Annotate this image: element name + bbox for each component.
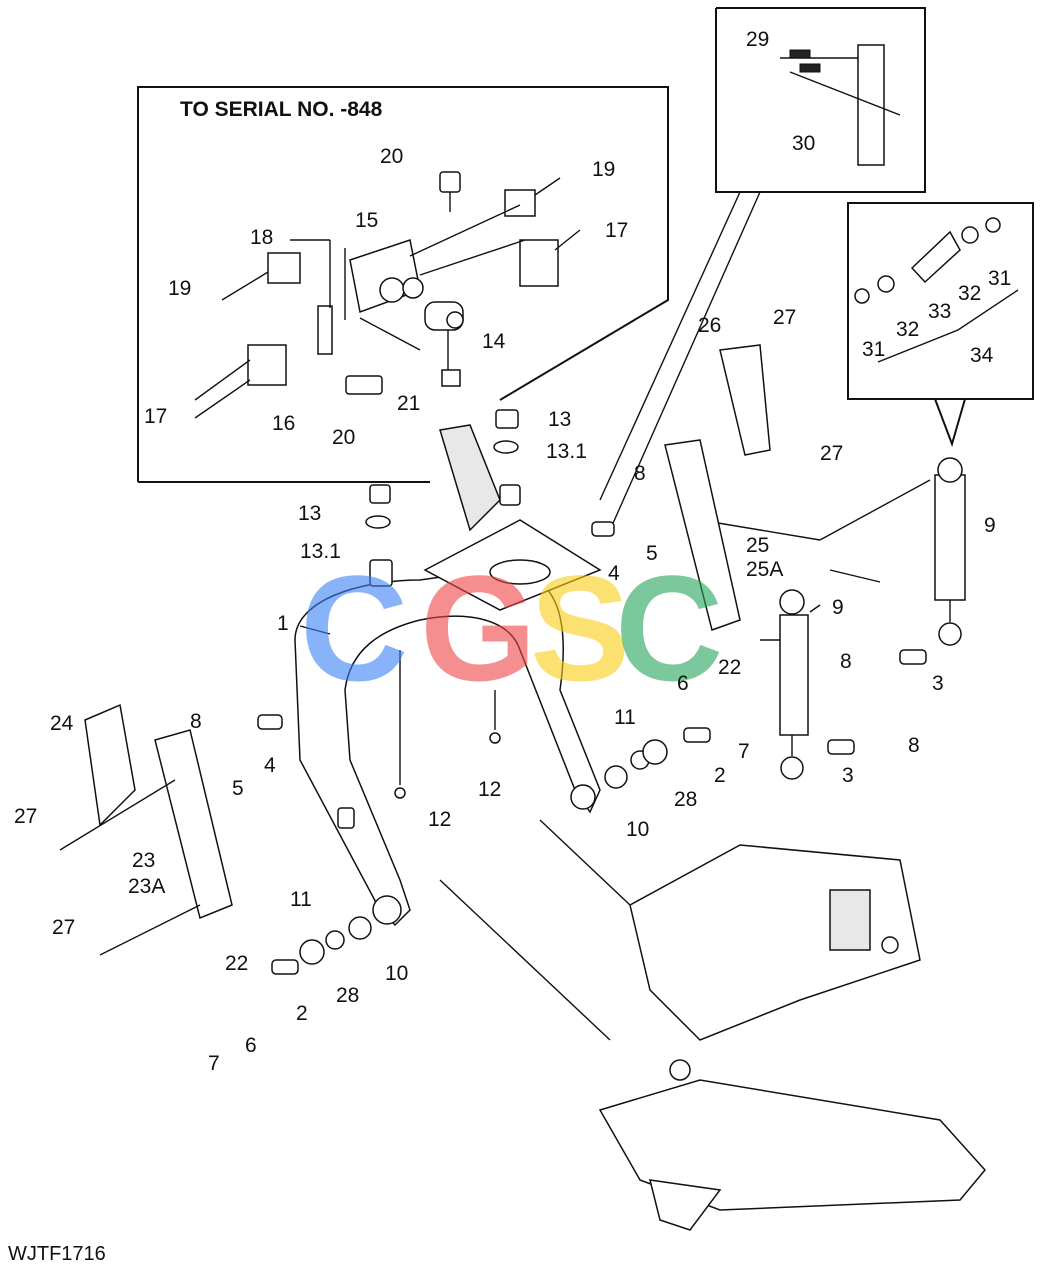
callout-12: 12 [428,808,451,831]
callout-11: 11 [614,706,636,729]
callout-17: 17 [144,405,167,428]
callout-25: 25 [746,534,769,557]
callout-23: 23 [132,849,155,872]
callout-15: 15 [355,209,378,232]
callout-6: 6 [245,1034,257,1057]
watermark-letter-2: G [420,544,537,712]
inset-title: TO SERIAL NO. -848 [180,98,383,121]
callout-29: 29 [746,28,769,51]
pins-and-bushings [257,409,927,975]
callout-32: 32 [896,318,919,341]
callout-13: 13 [298,502,321,525]
callout-31: 31 [988,267,1011,290]
callout-10: 10 [626,818,649,841]
callout-5: 5 [232,777,244,800]
inset-parts-31-34 [847,202,1034,448]
callout-8: 8 [190,710,202,733]
callout-25a: 25A [746,558,783,581]
callout-14: 14 [482,330,506,353]
mounting-brackets [84,344,771,920]
callout-26: 26 [698,314,721,337]
callout-12: 12 [478,778,501,801]
callout-3: 3 [842,764,854,787]
callout-20: 20 [380,145,403,168]
callout-27: 27 [52,916,75,939]
callout-8: 8 [634,462,646,485]
callout-1: 1 [277,612,289,635]
callout-11: 11 [290,888,312,911]
callout-8: 8 [840,650,852,673]
callout-13-1: 13.1 [546,440,587,463]
callout-30: 30 [792,132,815,155]
watermark-letter-1: C [300,544,408,712]
callout-19: 19 [592,158,615,181]
callout-28: 28 [336,984,359,1007]
callout-2: 2 [714,764,726,787]
leader-lines [59,569,881,956]
callout-31: 31 [862,338,885,361]
callout-27: 27 [14,805,37,828]
callout-27: 27 [773,306,796,329]
callout-27: 27 [820,442,843,465]
watermark-letter-4: C [615,544,723,712]
callout-21: 21 [397,392,420,415]
callout-28: 28 [674,788,697,811]
callout-13: 13 [548,408,571,431]
callout-17: 17 [605,219,628,242]
inset-to-serial-848: TO SERIAL NO. -848 [137,86,669,483]
callout-5: 5 [646,542,658,565]
callout-16: 16 [272,412,295,435]
callout-33: 33 [928,300,951,323]
callout-9: 9 [832,596,844,619]
callout-18: 18 [250,226,273,249]
callout-4: 4 [608,562,620,585]
figure-id: WJTF1716 [8,1243,106,1265]
callout-6: 6 [677,672,689,695]
callout-23a: 23A [128,875,165,898]
callout-10: 10 [385,962,408,985]
tractor-front-frame [439,819,986,1231]
inset-parts-29-30 [599,7,926,531]
callout-7: 7 [208,1052,220,1075]
callout-8: 8 [908,734,920,757]
callout-19: 19 [168,277,191,300]
callout-32: 32 [958,282,981,305]
hydraulic-cylinders [699,457,966,780]
callout-22: 22 [718,656,741,679]
callout-20: 20 [332,426,355,449]
callout-2: 2 [296,1002,308,1025]
watermark-letter-3: S [530,544,630,712]
watermark-cgsc: C G S C [300,544,723,712]
callout-7: 7 [738,740,750,763]
part-callouts: 1 2 2 3 3 4 4 5 5 6 6 7 7 8 8 8 8 9 9 10… [14,28,1011,1075]
callout-3: 3 [932,672,944,695]
callout-24: 24 [50,712,74,735]
callout-34: 34 [970,344,994,367]
callout-4: 4 [264,754,276,777]
callout-13-1: 13.1 [300,540,341,563]
callout-22: 22 [225,952,248,975]
callout-9: 9 [984,514,996,537]
loader-boom-frame [294,424,602,927]
